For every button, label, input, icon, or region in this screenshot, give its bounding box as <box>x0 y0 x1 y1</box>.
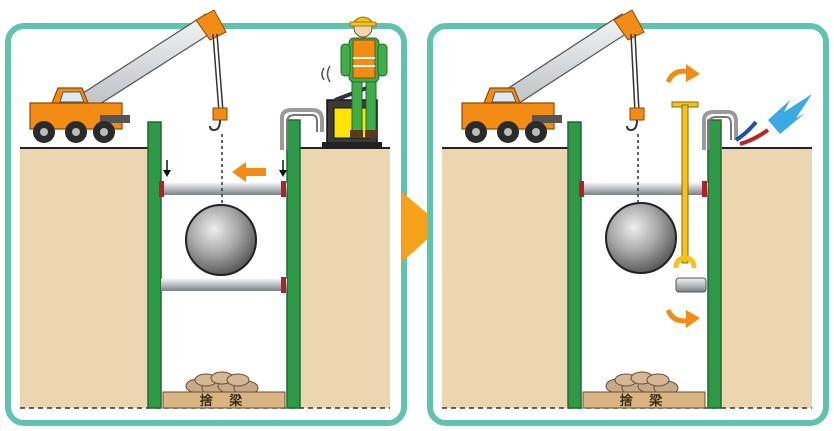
water-hose <box>702 110 738 150</box>
crane-icon <box>461 9 645 143</box>
water-jet-icon <box>734 94 812 146</box>
upper-strut <box>161 183 287 195</box>
down-arrow-icon <box>279 160 287 177</box>
buried-pipe <box>185 204 257 276</box>
strut-bracket <box>281 277 286 293</box>
removed-strut <box>675 277 707 293</box>
sheet-pile-right <box>707 119 722 409</box>
rotate-arrow-icon <box>686 310 700 328</box>
sheet-pile-left <box>567 121 582 409</box>
soil-right <box>718 148 812 408</box>
worker-icon <box>321 16 388 138</box>
left-arrow-icon <box>232 162 266 182</box>
beam <box>582 391 706 409</box>
strut-bracket <box>702 181 707 197</box>
hydraulic-hose <box>280 108 324 150</box>
sheet-pile-left <box>147 121 162 409</box>
beam <box>162 391 286 409</box>
upper-strut <box>581 183 708 195</box>
panel-left: 捨 梁 <box>5 9 407 426</box>
extraction-tool <box>671 101 699 269</box>
beam-label: 捨 梁 <box>620 393 669 409</box>
strut-bracket <box>281 181 286 197</box>
chevron-right-icon <box>402 192 442 262</box>
rotate-arrow-icon <box>686 64 700 82</box>
soil-left <box>442 148 572 408</box>
strut-bracket <box>579 181 584 197</box>
buried-pipe <box>605 202 677 274</box>
down-arrow-icon <box>163 160 171 177</box>
strut-bracket <box>159 181 164 197</box>
sheet-pile-right <box>286 119 301 409</box>
lower-strut <box>161 279 287 291</box>
soil-right <box>296 148 390 408</box>
panel-right: 捨 梁 <box>427 9 829 426</box>
beam-label: 捨 梁 <box>200 393 249 409</box>
crane-icon <box>29 9 228 143</box>
soil-left <box>20 148 156 408</box>
